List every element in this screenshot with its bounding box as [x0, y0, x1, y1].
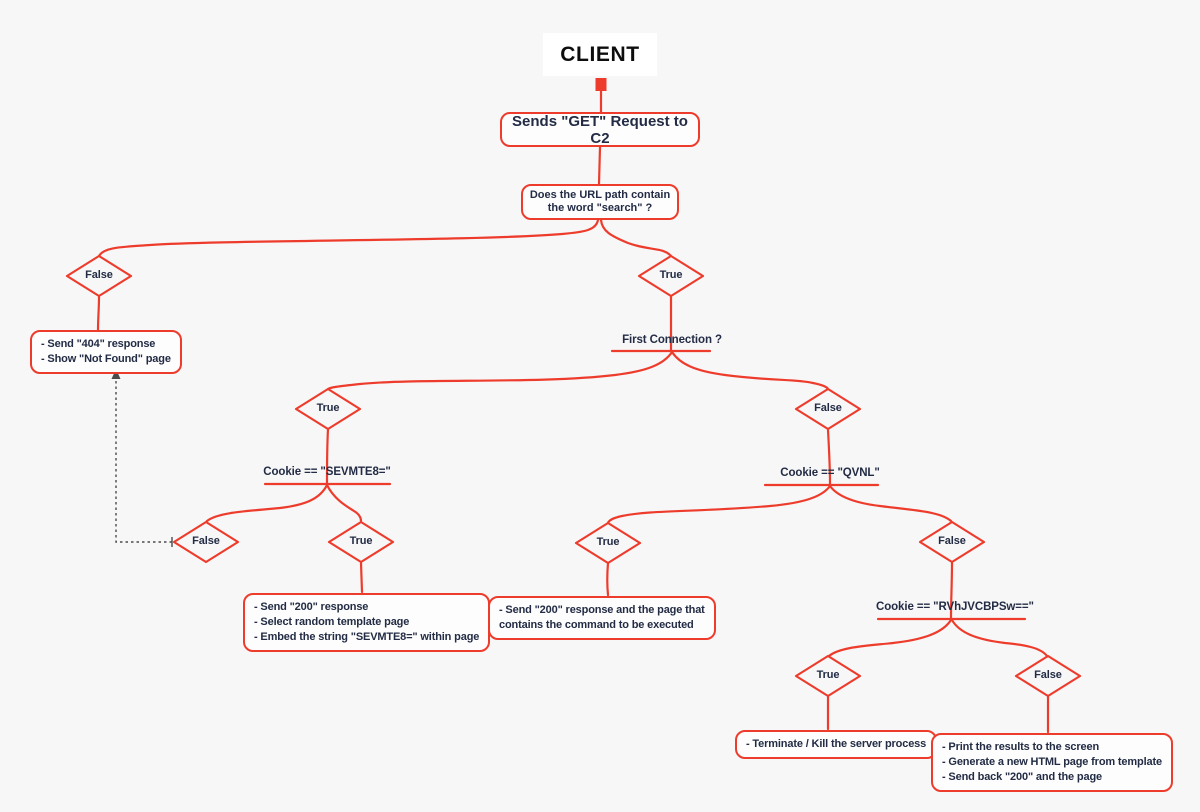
exit-false-line2: - Generate a new HTML page from template	[942, 756, 1162, 768]
label-cookie-hello: Cookie == "SEVMTE8="	[263, 466, 391, 478]
qvnl-true-line1: - Send "200" response and the page that	[499, 604, 705, 616]
hello-true-line2: - Select random template page	[254, 616, 410, 628]
outcome-qvnl-true: - Send "200" response and the page that …	[488, 596, 716, 640]
diamond-hello-true	[327, 520, 395, 564]
client-title: CLIENT	[543, 33, 657, 76]
diamond-exit-false	[1014, 654, 1082, 698]
diamond-qvnl-true	[574, 521, 642, 565]
hello-true-line3: - Embed the string "SEVMTE8=" within pag…	[254, 631, 480, 643]
exit-true-line1: - Terminate / Kill the server process	[746, 738, 927, 750]
edge-hello-to-false	[205, 483, 329, 523]
edge-exit-to-false	[950, 618, 1049, 658]
edge-urlcheck-to-false	[97, 218, 600, 258]
diamond-fc-true	[294, 387, 362, 431]
dotted-hellofalse-to-notfound	[115, 378, 172, 543]
decision-url-false: False	[85, 269, 113, 281]
url-check-line1: Does the URL path contain	[529, 188, 671, 201]
edge-hellotrue-to-box	[359, 561, 364, 594]
not-found-line1: - Send "404" response	[41, 338, 156, 350]
edge-fctrue-to-cookiehello	[325, 427, 330, 486]
edge-fc-to-true	[326, 350, 674, 391]
decision-qvnl-true: True	[596, 536, 620, 548]
outcome-not-found: - Send "404" response - Show "Not Found"…	[30, 330, 182, 374]
label-cookie-exit: Cookie == "RVhJVCBPSw=="	[876, 601, 1034, 613]
decision-hello-true: True	[349, 535, 373, 547]
decision-exit-true: True	[816, 669, 840, 681]
qvnl-true-line2: contains the command to be executed	[499, 619, 694, 631]
exit-false-line1: - Print the results to the screen	[942, 741, 1100, 753]
decision-qvnl-false: False	[938, 535, 966, 547]
node-url-check: Does the URL path contain the word "sear…	[521, 184, 679, 220]
decision-fc-false: False	[814, 402, 842, 414]
node-get-request: Sends "GET" Request to C2	[500, 112, 700, 147]
edge-exit-to-true	[827, 618, 953, 658]
diamond-exit-true	[794, 654, 862, 698]
hello-true-line1: - Send "200" response	[254, 601, 369, 613]
edge-get-to-urlcheck	[597, 145, 602, 186]
not-found-line2: - Show "Not Found" page	[41, 353, 171, 365]
get-request-label: Sends "GET" Request to C2	[512, 112, 688, 147]
decision-hello-false: False	[192, 535, 220, 547]
exit-false-line3: - Send back "200" and the page	[942, 771, 1102, 783]
label-cookie-qvnl: Cookie == "QVNL"	[780, 467, 880, 479]
diamond-fc-false	[794, 387, 862, 431]
diamond-url-true	[637, 254, 705, 298]
label-first-connection: First Connection ?	[622, 334, 722, 346]
outcome-exit-true: - Terminate / Kill the server process	[735, 730, 938, 759]
edge-qvnlfalse-to-cookieexit	[949, 561, 954, 620]
edge-urlcheck-to-true	[599, 218, 673, 258]
edge-fcfalse-to-cookieqvnl	[826, 428, 832, 486]
client-connector-stub	[595, 78, 607, 91]
edge-qvnl-to-true	[606, 484, 832, 525]
edge-false-to-notfound	[96, 295, 101, 332]
diamond-url-false	[65, 254, 133, 298]
diamond-qvnl-false	[918, 520, 986, 564]
dotted-arrowhead	[111, 369, 121, 379]
decision-exit-false: False	[1034, 669, 1062, 681]
outcome-exit-false: - Print the results to the screen - Gene…	[931, 733, 1173, 792]
decision-fc-true: True	[316, 402, 340, 414]
edge-qvnl-to-false	[828, 484, 953, 523]
edge-hello-to-true	[325, 483, 363, 523]
decision-url-true: True	[659, 269, 683, 281]
edge-fc-to-false	[670, 350, 830, 391]
edge-qvnltrue-to-box	[606, 561, 610, 597]
outcome-hello-true: - Send "200" response - Select random te…	[243, 593, 491, 652]
diamond-hello-false	[172, 520, 240, 564]
url-check-line2: the word "search" ?	[547, 202, 653, 214]
